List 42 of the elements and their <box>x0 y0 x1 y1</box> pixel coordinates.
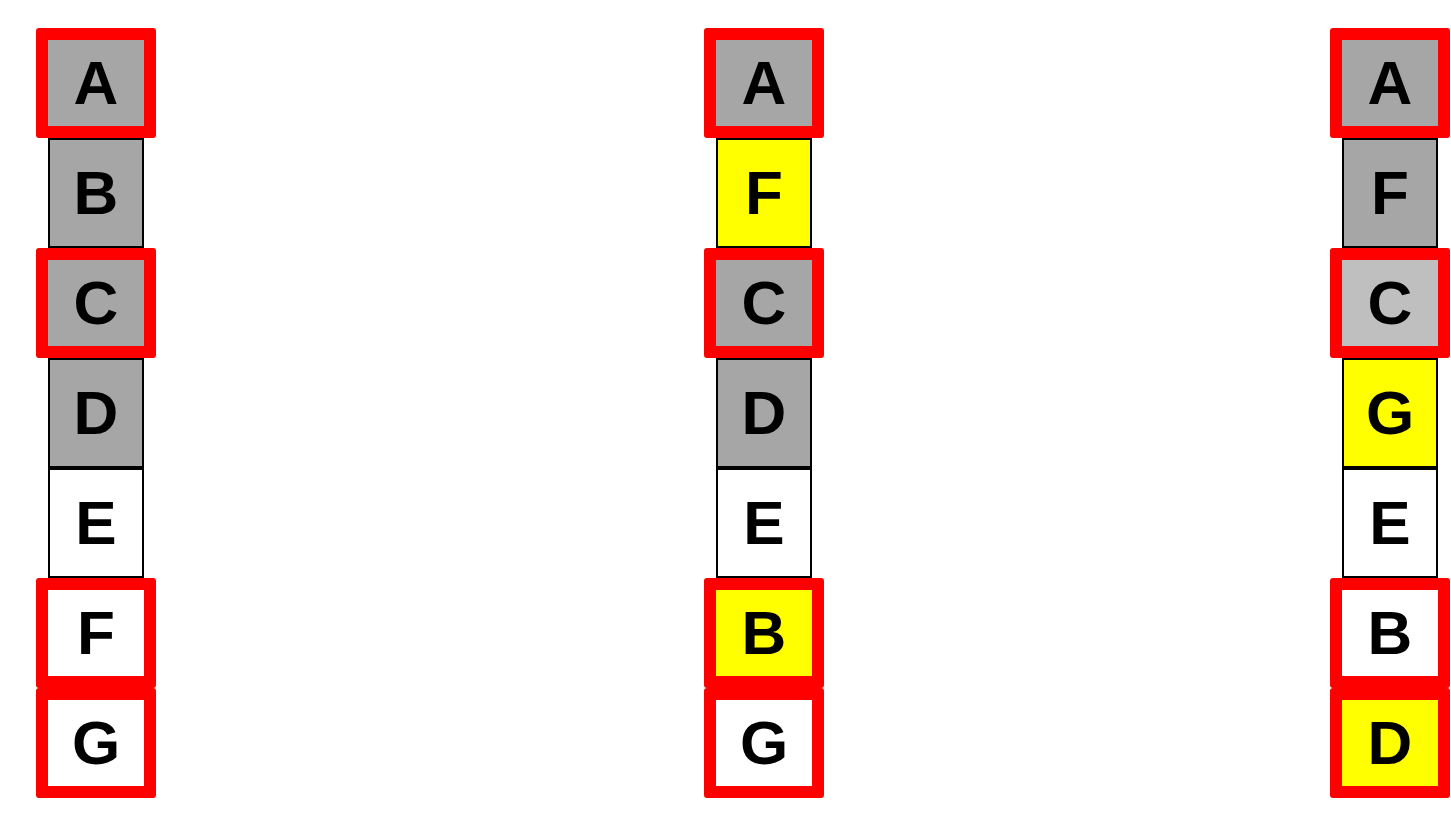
highlighted-block <box>1330 578 1450 688</box>
block-letter: C <box>741 272 787 334</box>
block-letter: A <box>73 52 119 114</box>
highlighted-block <box>704 248 824 358</box>
block-letter: B <box>741 602 787 664</box>
block-letter: B <box>73 162 119 224</box>
block-letter: C <box>73 272 119 334</box>
block <box>716 138 812 248</box>
block <box>1342 468 1438 578</box>
highlighted-block <box>36 248 156 358</box>
block <box>1342 138 1438 248</box>
highlighted-block <box>36 28 156 138</box>
block-letter: E <box>1369 492 1411 554</box>
block-letter: E <box>75 492 117 554</box>
block <box>48 138 144 248</box>
block <box>1342 358 1438 468</box>
block-letter: C <box>1367 272 1413 334</box>
highlighted-block <box>704 688 824 798</box>
block-letter: A <box>1367 52 1413 114</box>
block-letter: F <box>1371 162 1409 224</box>
highlighted-block <box>36 688 156 798</box>
block-letter: B <box>1367 602 1413 664</box>
highlighted-block <box>1330 248 1450 358</box>
block-letter: F <box>77 602 115 664</box>
block <box>48 468 144 578</box>
block-letter: G <box>1365 382 1415 444</box>
block-letter: D <box>1367 712 1413 774</box>
block-letter: F <box>745 162 783 224</box>
highlighted-block <box>704 578 824 688</box>
block-letter: G <box>71 712 121 774</box>
block-letter: G <box>739 712 789 774</box>
highlighted-block <box>704 28 824 138</box>
block <box>716 358 812 468</box>
highlighted-block <box>1330 28 1450 138</box>
block <box>716 468 812 578</box>
block <box>48 358 144 468</box>
block-letter: D <box>73 382 119 444</box>
highlighted-block <box>36 578 156 688</box>
block-letter: D <box>741 382 787 444</box>
highlighted-block <box>1330 688 1450 798</box>
block-letter: A <box>741 52 787 114</box>
block-letter: E <box>743 492 785 554</box>
